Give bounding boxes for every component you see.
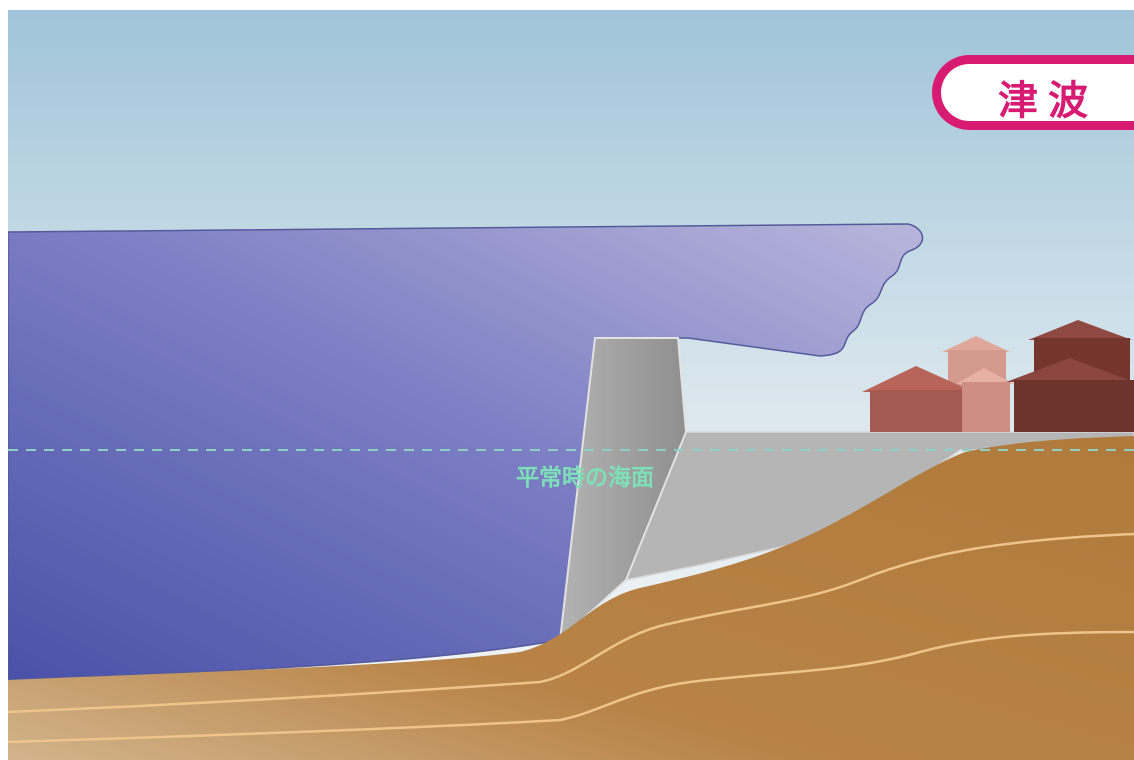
- title-badge-label: 津波: [998, 68, 1098, 126]
- title-badge: 津波: [932, 55, 1134, 130]
- image-frame-left: [0, 0, 8, 760]
- image-frame-top: [0, 0, 1134, 10]
- normal-sea-level-label: 平常時の海面: [516, 458, 654, 492]
